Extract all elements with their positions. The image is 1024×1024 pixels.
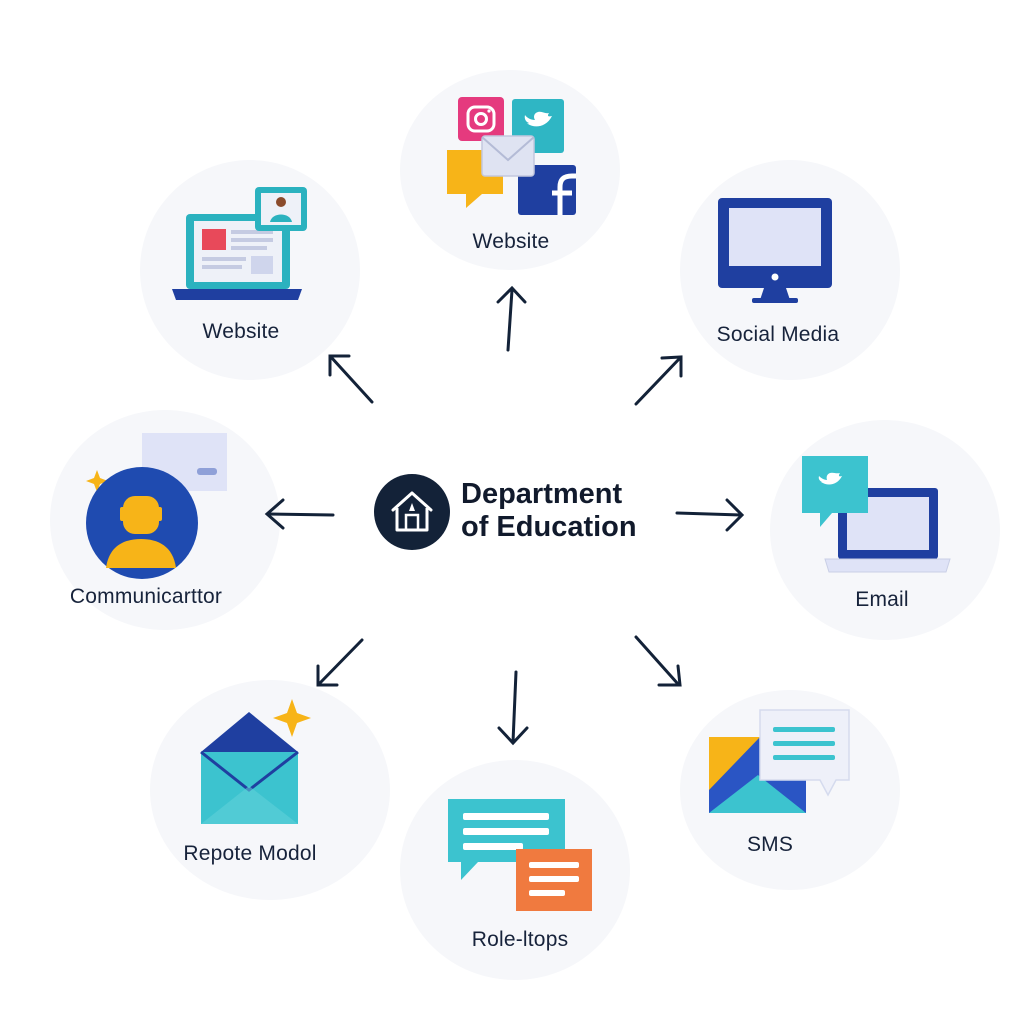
- laptop-webpage-icon: [172, 187, 307, 300]
- node-label-top-left: Website: [202, 320, 280, 343]
- arrow-to-right: [675, 498, 745, 532]
- arrow-to-top: [496, 285, 527, 352]
- node-label-bottom-right: SMS: [746, 833, 794, 856]
- node-label-top: Website: [472, 230, 550, 253]
- center-title-line2: of Education: [461, 511, 637, 543]
- arrow-to-left: [264, 498, 335, 530]
- envelope-icon: [200, 699, 311, 824]
- arrow-to-bottom: [497, 670, 529, 746]
- node-label-bottom: Role-ltops: [471, 928, 569, 951]
- node-label-right: Email: [855, 588, 909, 611]
- arrow-to-top-left: [328, 354, 374, 404]
- person-avatar-icon: [86, 433, 227, 579]
- house-icon: [374, 474, 450, 550]
- laptop-chat-icon: [802, 456, 951, 573]
- arrow-to-bottom-left: [316, 638, 364, 687]
- node-label-bottom-left: Repote Modol: [183, 842, 317, 865]
- arrow-to-top-right: [634, 355, 683, 406]
- center-title: Department of Education: [461, 478, 637, 544]
- social-media-collage-icon: [447, 97, 576, 215]
- node-label-left: Communicarttor: [69, 585, 223, 608]
- message-envelope-icon: [709, 709, 850, 813]
- connector-arrows: [264, 285, 745, 746]
- chat-bubbles-icon: [448, 799, 592, 911]
- center-title-line1: Department: [461, 478, 623, 510]
- node-label-top-right: Social Media: [716, 323, 840, 346]
- desktop-monitor-icon: [718, 198, 832, 303]
- arrow-to-bottom-right: [634, 635, 682, 687]
